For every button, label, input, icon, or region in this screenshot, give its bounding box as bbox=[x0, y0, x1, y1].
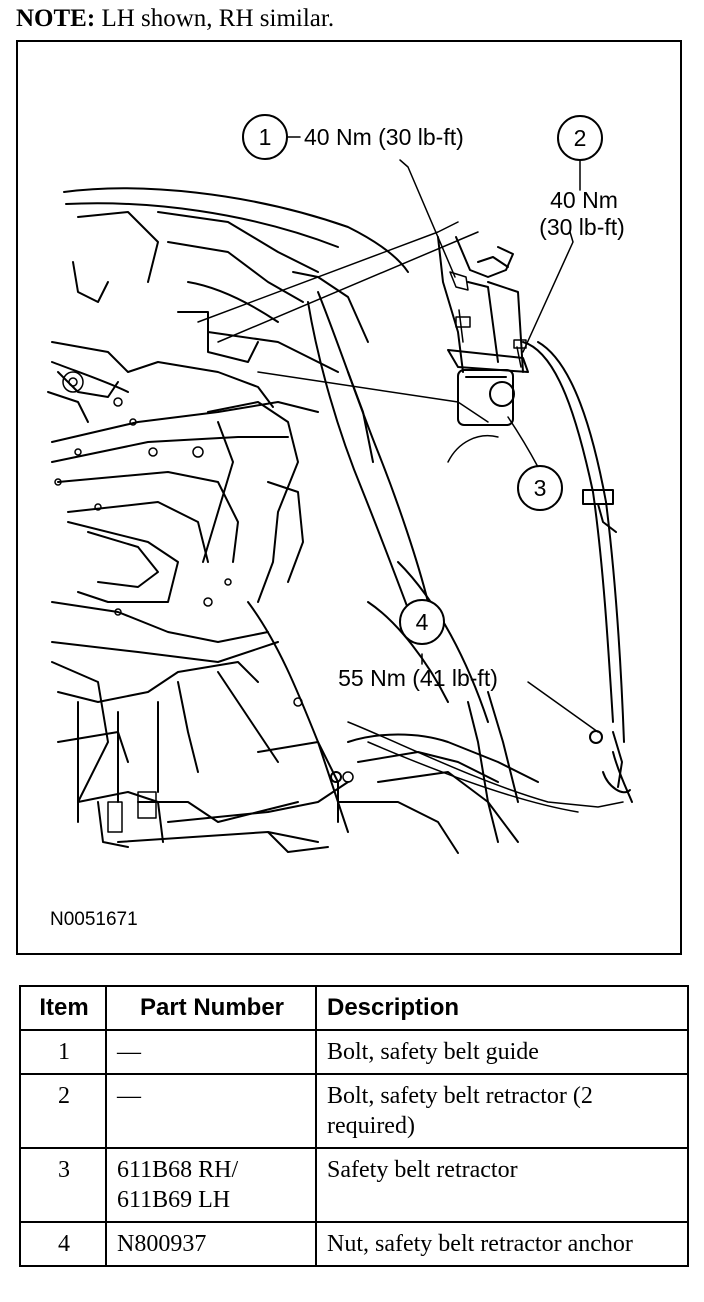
row-part-number: N800937 bbox=[105, 1221, 317, 1267]
callout-2-torque-line1: 40 Nm bbox=[550, 187, 618, 213]
row-description: Safety belt retractor bbox=[315, 1147, 689, 1223]
header-item: Item bbox=[19, 985, 107, 1031]
exploded-view-illustration: 1 40 Nm (30 lb-ft) 2 40 Nm (30 lb-ft) 3 … bbox=[16, 40, 682, 955]
callout-1: 1 40 Nm (30 lb-ft) bbox=[242, 114, 464, 160]
row-item: 4 bbox=[19, 1221, 107, 1267]
note-label: NOTE: bbox=[16, 5, 96, 32]
safety-belt-assembly bbox=[330, 236, 633, 803]
row-item: 1 bbox=[19, 1029, 107, 1075]
table-row: 2 — Bolt, safety belt retractor (2 requi… bbox=[19, 1073, 689, 1149]
row-description: Nut, safety belt retractor anchor bbox=[315, 1221, 689, 1267]
body-fasteners-holes bbox=[54, 371, 354, 833]
belt-guide-lines bbox=[197, 221, 624, 813]
callout-3-number: 3 bbox=[534, 475, 547, 501]
header-description: Description bbox=[315, 985, 689, 1031]
table-row: 3 611B68 RH/ 611B69 LH Safety belt retra… bbox=[19, 1147, 689, 1223]
callout-2-number: 2 bbox=[574, 125, 587, 151]
row-item: 2 bbox=[19, 1073, 107, 1149]
parts-table: Item Part Number Description 1 — Bolt, s… bbox=[19, 985, 689, 1267]
vehicle-body-structure bbox=[47, 187, 539, 854]
callout-4-number: 4 bbox=[416, 609, 429, 635]
callout-4-torque: 55 Nm (41 lb-ft) bbox=[338, 665, 498, 691]
row-description: Bolt, safety belt retractor (2 required) bbox=[315, 1073, 689, 1149]
parts-table-header: Item Part Number Description bbox=[19, 985, 689, 1031]
row-part-number: 611B68 RH/ 611B69 LH bbox=[105, 1147, 317, 1223]
row-part-number: — bbox=[105, 1029, 317, 1075]
callout-1-torque: 40 Nm (30 lb-ft) bbox=[304, 124, 464, 150]
callout-2: 2 40 Nm (30 lb-ft) bbox=[539, 115, 625, 240]
callout-2-torque-line2: (30 lb-ft) bbox=[539, 214, 625, 240]
callout-3: 3 bbox=[517, 465, 563, 511]
callout-1-number: 1 bbox=[259, 124, 272, 150]
callout-leader-lines bbox=[287, 136, 599, 733]
figure-id: N0051671 bbox=[50, 909, 138, 930]
note-text: LH shown, RH similar. bbox=[95, 5, 335, 32]
note-line: NOTE: LH shown, RH similar. bbox=[16, 4, 334, 34]
row-part-number: — bbox=[105, 1073, 317, 1149]
vehicle-body-line-drawing: 1 40 Nm (30 lb-ft) 2 40 Nm (30 lb-ft) 3 … bbox=[47, 114, 633, 930]
row-description: Bolt, safety belt guide bbox=[315, 1029, 689, 1075]
table-row: 4 N800937 Nut, safety belt retractor anc… bbox=[19, 1221, 689, 1267]
header-part-number: Part Number bbox=[105, 985, 317, 1031]
table-row: 1 — Bolt, safety belt guide bbox=[19, 1029, 689, 1075]
row-item: 3 bbox=[19, 1147, 107, 1223]
callout-4: 4 55 Nm (41 lb-ft) bbox=[338, 599, 498, 691]
